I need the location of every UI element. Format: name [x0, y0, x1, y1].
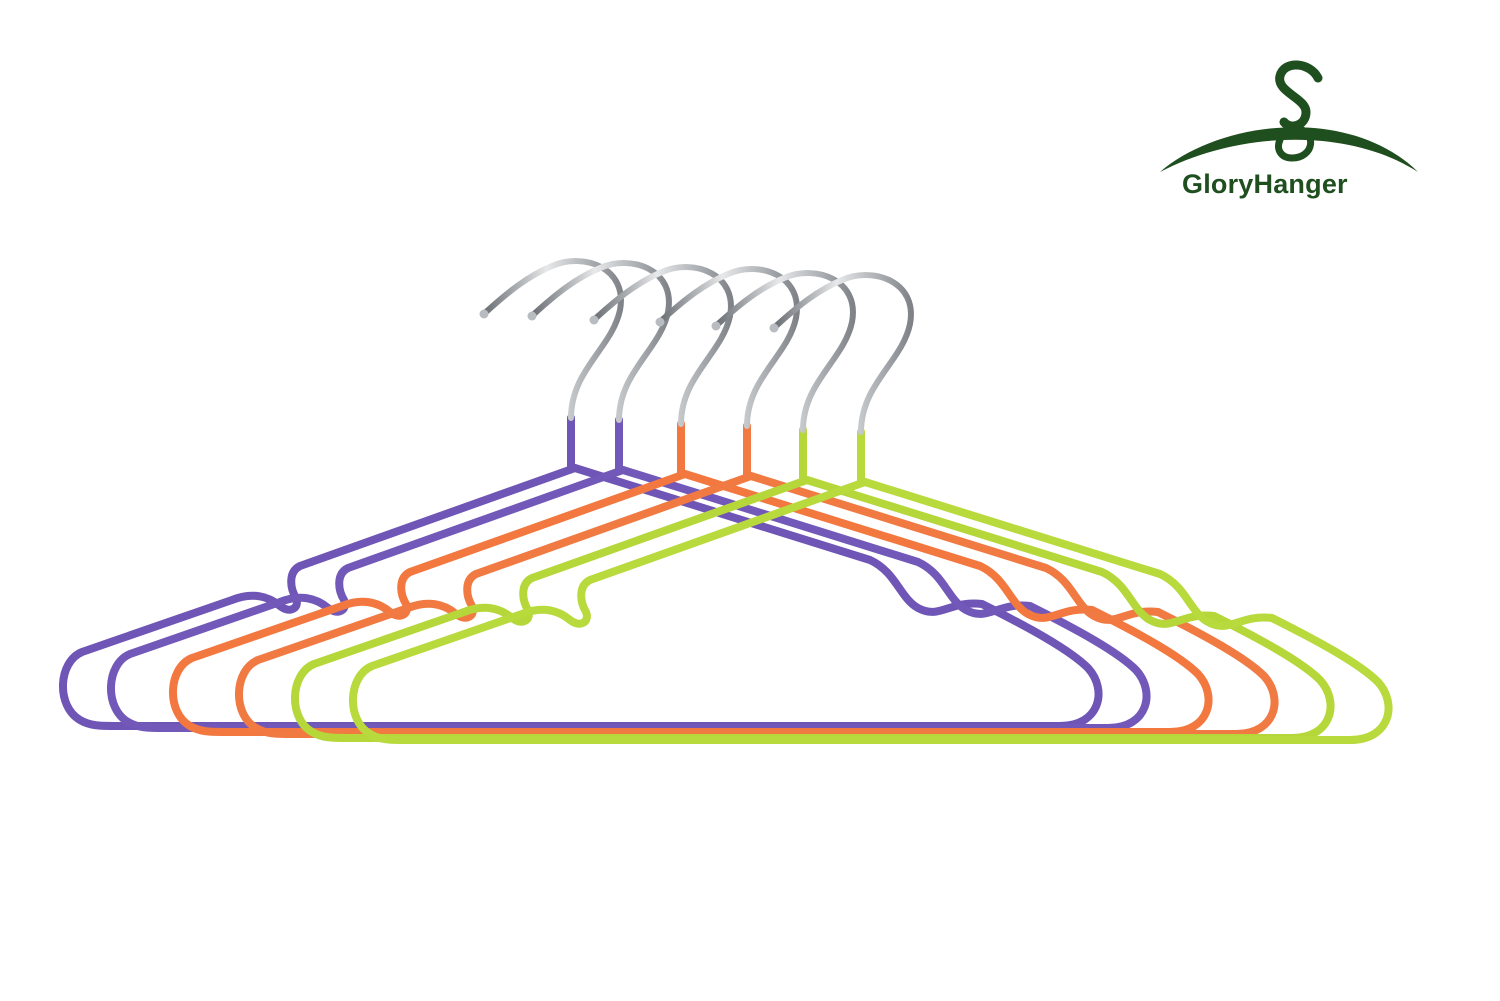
hook-tip-ball [769, 323, 779, 333]
chrome-hook [483, 258, 624, 421]
chrome-hook [715, 270, 856, 433]
hanger-5 [291, 270, 1335, 742]
hook-tip-ball [479, 309, 489, 319]
logo-arc-icon [1160, 127, 1418, 172]
hook-tip-ball [527, 311, 537, 321]
hook-tip-ball [711, 321, 721, 331]
hanger-body [349, 478, 1393, 744]
hook-tip-ball [655, 317, 665, 327]
hanger-1 [59, 258, 1103, 730]
hanger-body [59, 464, 1103, 730]
hanger-6 [349, 272, 1393, 744]
brand-logo: GloryHanger [1160, 60, 1418, 199]
chrome-hook [531, 260, 672, 423]
chrome-hook [593, 264, 734, 427]
chrome-hook [773, 272, 914, 435]
brand-name: GloryHanger [1182, 169, 1348, 199]
hanger-body [235, 472, 1279, 738]
logo-hook-icon [1275, 60, 1323, 131]
hanger-group [59, 258, 1393, 744]
hook-tip-ball [589, 315, 599, 325]
hanger-body [291, 476, 1335, 742]
hanger-body [169, 470, 1213, 736]
